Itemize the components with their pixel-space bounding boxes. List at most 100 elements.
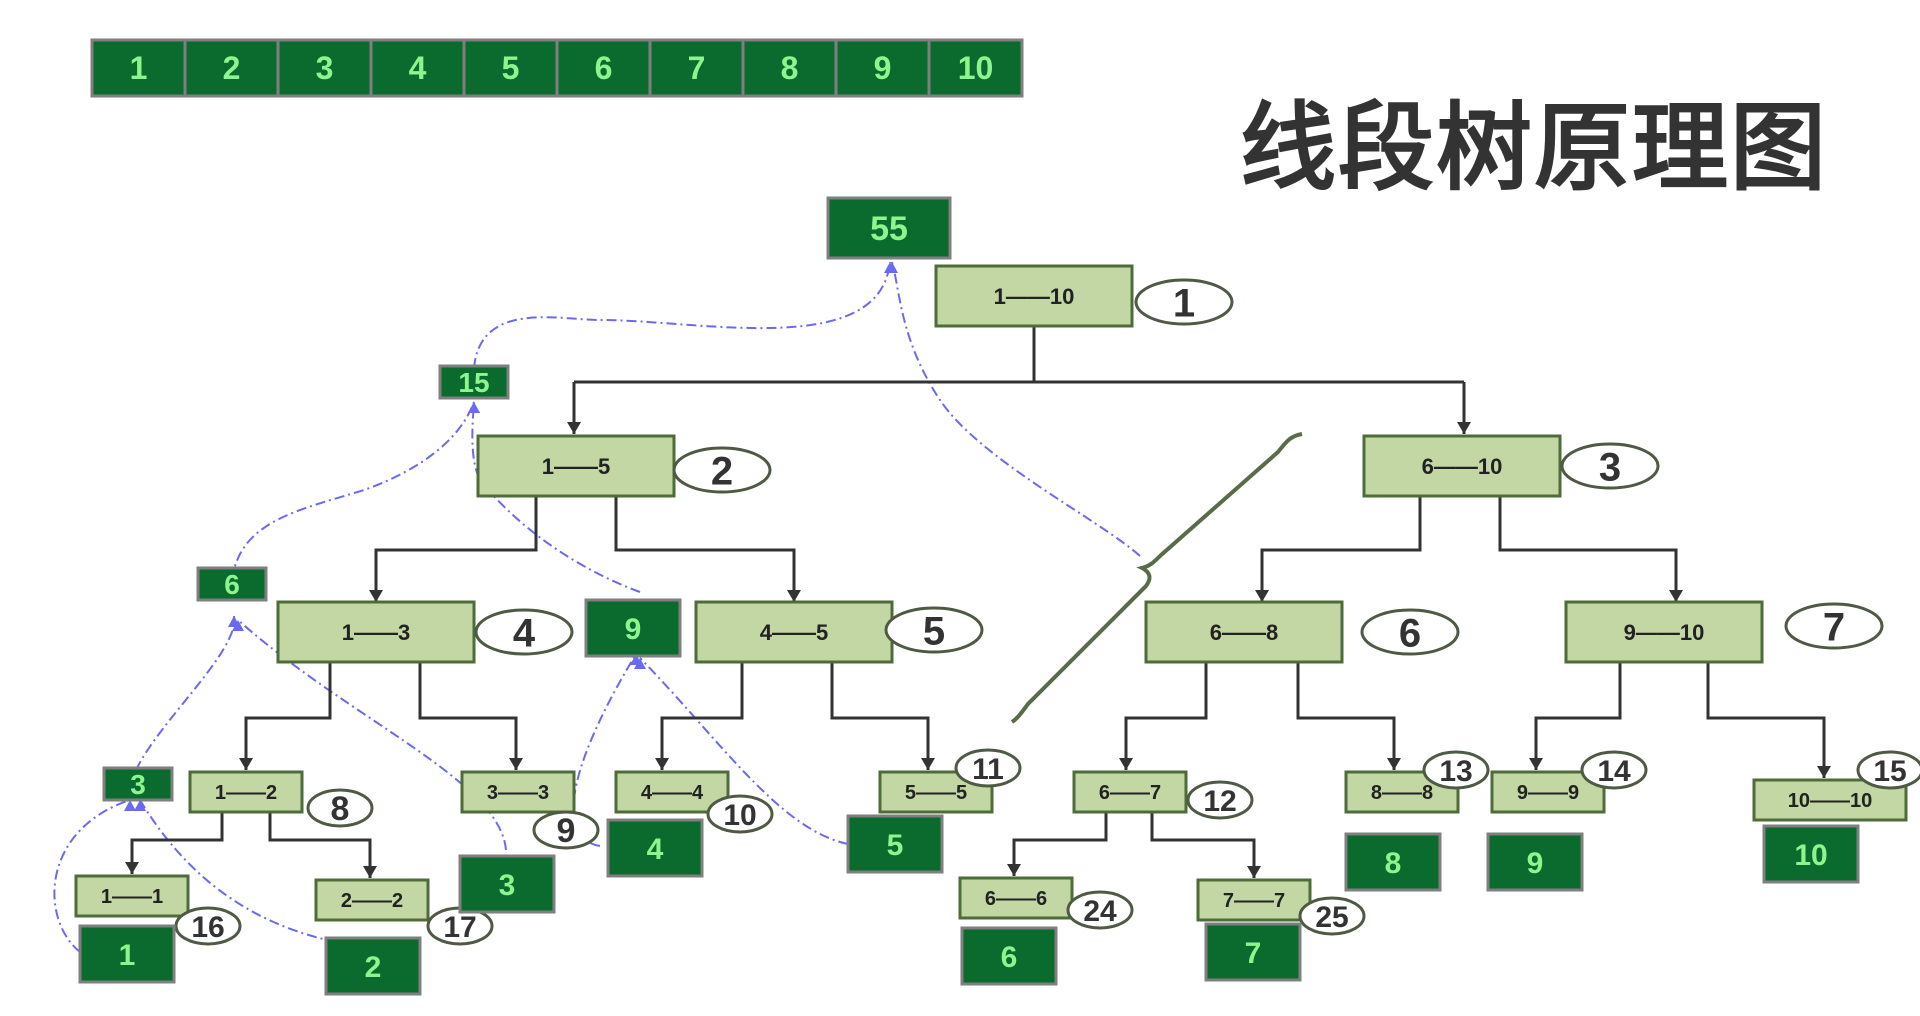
node-range-label: 5——5	[905, 782, 967, 804]
sum-box-rect	[1204, 922, 1302, 982]
array-cell	[369, 38, 466, 98]
sum-link-arrowhead	[468, 402, 480, 413]
array-cell	[741, 38, 838, 98]
sum-box: 9	[584, 598, 682, 658]
node-id-oval	[1134, 278, 1234, 326]
node-id-oval	[1560, 442, 1660, 490]
sum-box-rect	[606, 818, 704, 878]
array-cell-value: 8	[781, 50, 799, 86]
sum-value: 6	[224, 569, 240, 600]
sum-link-arrowhead	[232, 620, 244, 631]
sum-box: 5	[846, 814, 944, 874]
tree-node: 2——217	[314, 878, 494, 946]
node-range-label: 10——10	[1788, 790, 1873, 812]
sum-value: 8	[1385, 847, 1402, 880]
node-id-label: 9	[557, 812, 576, 850]
tree-edge	[660, 662, 744, 770]
node-id-label: 24	[1083, 895, 1117, 928]
tree-edge	[1296, 662, 1396, 770]
node-range-label: 1——10	[994, 284, 1075, 309]
sum-box-rect	[1486, 832, 1584, 892]
node-range-label: 1——5	[542, 454, 610, 479]
node-box	[1564, 600, 1764, 664]
tree-node: 8——813	[1344, 750, 1490, 814]
sum-link-arrowhead	[634, 658, 646, 669]
node-box	[276, 600, 476, 664]
node-id-oval	[1580, 750, 1648, 790]
node-id-label: 13	[1439, 755, 1472, 788]
node-box	[1196, 878, 1312, 922]
edge-arrowhead	[1817, 766, 1831, 778]
array-cell	[462, 38, 559, 98]
tree-node: 1——116	[74, 874, 242, 946]
array-cell-value: 4	[409, 50, 427, 86]
edge-arrowhead	[1387, 758, 1401, 770]
sum-box-rect	[584, 598, 682, 658]
sum-value: 9	[1527, 847, 1544, 880]
node-id-oval	[1856, 750, 1920, 790]
sum-link	[237, 619, 507, 851]
sum-box: 1	[78, 924, 176, 984]
tree-edge	[1124, 662, 1208, 770]
node-box	[188, 770, 304, 814]
sum-box: 6	[196, 566, 268, 602]
node-id-oval	[306, 788, 374, 828]
array-cell-value: 9	[874, 50, 892, 86]
node-id-oval	[672, 446, 772, 494]
node-id-oval	[884, 606, 984, 654]
sum-link	[473, 261, 891, 369]
sum-link	[471, 401, 641, 593]
edge-arrowhead	[1247, 866, 1261, 878]
node-id-label: 17	[443, 911, 476, 944]
tree-node: 9——914	[1490, 750, 1648, 814]
node-id-oval	[1360, 608, 1460, 656]
node-id-oval	[1066, 890, 1134, 930]
sum-value: 15	[458, 367, 489, 398]
sum-link	[53, 799, 131, 953]
tree-edge	[418, 662, 518, 770]
edge-arrowhead	[369, 590, 383, 602]
sum-value: 55	[870, 210, 908, 248]
edge-arrowhead	[363, 866, 377, 878]
sum-link-arrowhead	[886, 262, 898, 273]
sum-value: 3	[499, 869, 516, 902]
node-box	[74, 874, 190, 918]
node-id-oval	[1784, 602, 1884, 650]
array-cell	[927, 38, 1024, 98]
sum-value: 2	[365, 951, 382, 984]
sum-box: 10	[1762, 824, 1860, 884]
sum-value: 5	[887, 829, 904, 862]
node-id-oval	[1422, 750, 1490, 790]
node-box	[1072, 770, 1188, 814]
sum-box: 6	[960, 926, 1058, 986]
sum-value: 1	[119, 939, 136, 972]
sum-box: 2	[324, 936, 422, 996]
tree-node: 3——39	[460, 770, 600, 850]
edge-arrowhead	[1007, 864, 1021, 876]
edge-arrowhead	[655, 758, 669, 770]
node-range-label: 6——7	[1099, 782, 1161, 804]
node-range-label: 1——3	[342, 620, 410, 645]
tree-edge	[1498, 496, 1678, 602]
node-range-label: 9——9	[1517, 782, 1579, 804]
array-cell-value: 10	[958, 50, 994, 86]
sum-link-arrowhead	[124, 800, 136, 811]
array-cell-value: 7	[688, 50, 706, 86]
curly-brace	[1010, 432, 1303, 724]
node-id-oval	[532, 810, 600, 850]
node-id-label: 5	[923, 609, 945, 653]
edge-arrowhead	[509, 758, 523, 770]
sum-link	[135, 615, 236, 771]
sum-link	[891, 261, 1141, 557]
node-id-label: 8	[331, 790, 350, 828]
node-id-label: 15	[1873, 755, 1906, 788]
node-id-label: 4	[513, 611, 536, 655]
node-id-oval	[706, 794, 774, 834]
sum-box: 7	[1204, 922, 1302, 982]
